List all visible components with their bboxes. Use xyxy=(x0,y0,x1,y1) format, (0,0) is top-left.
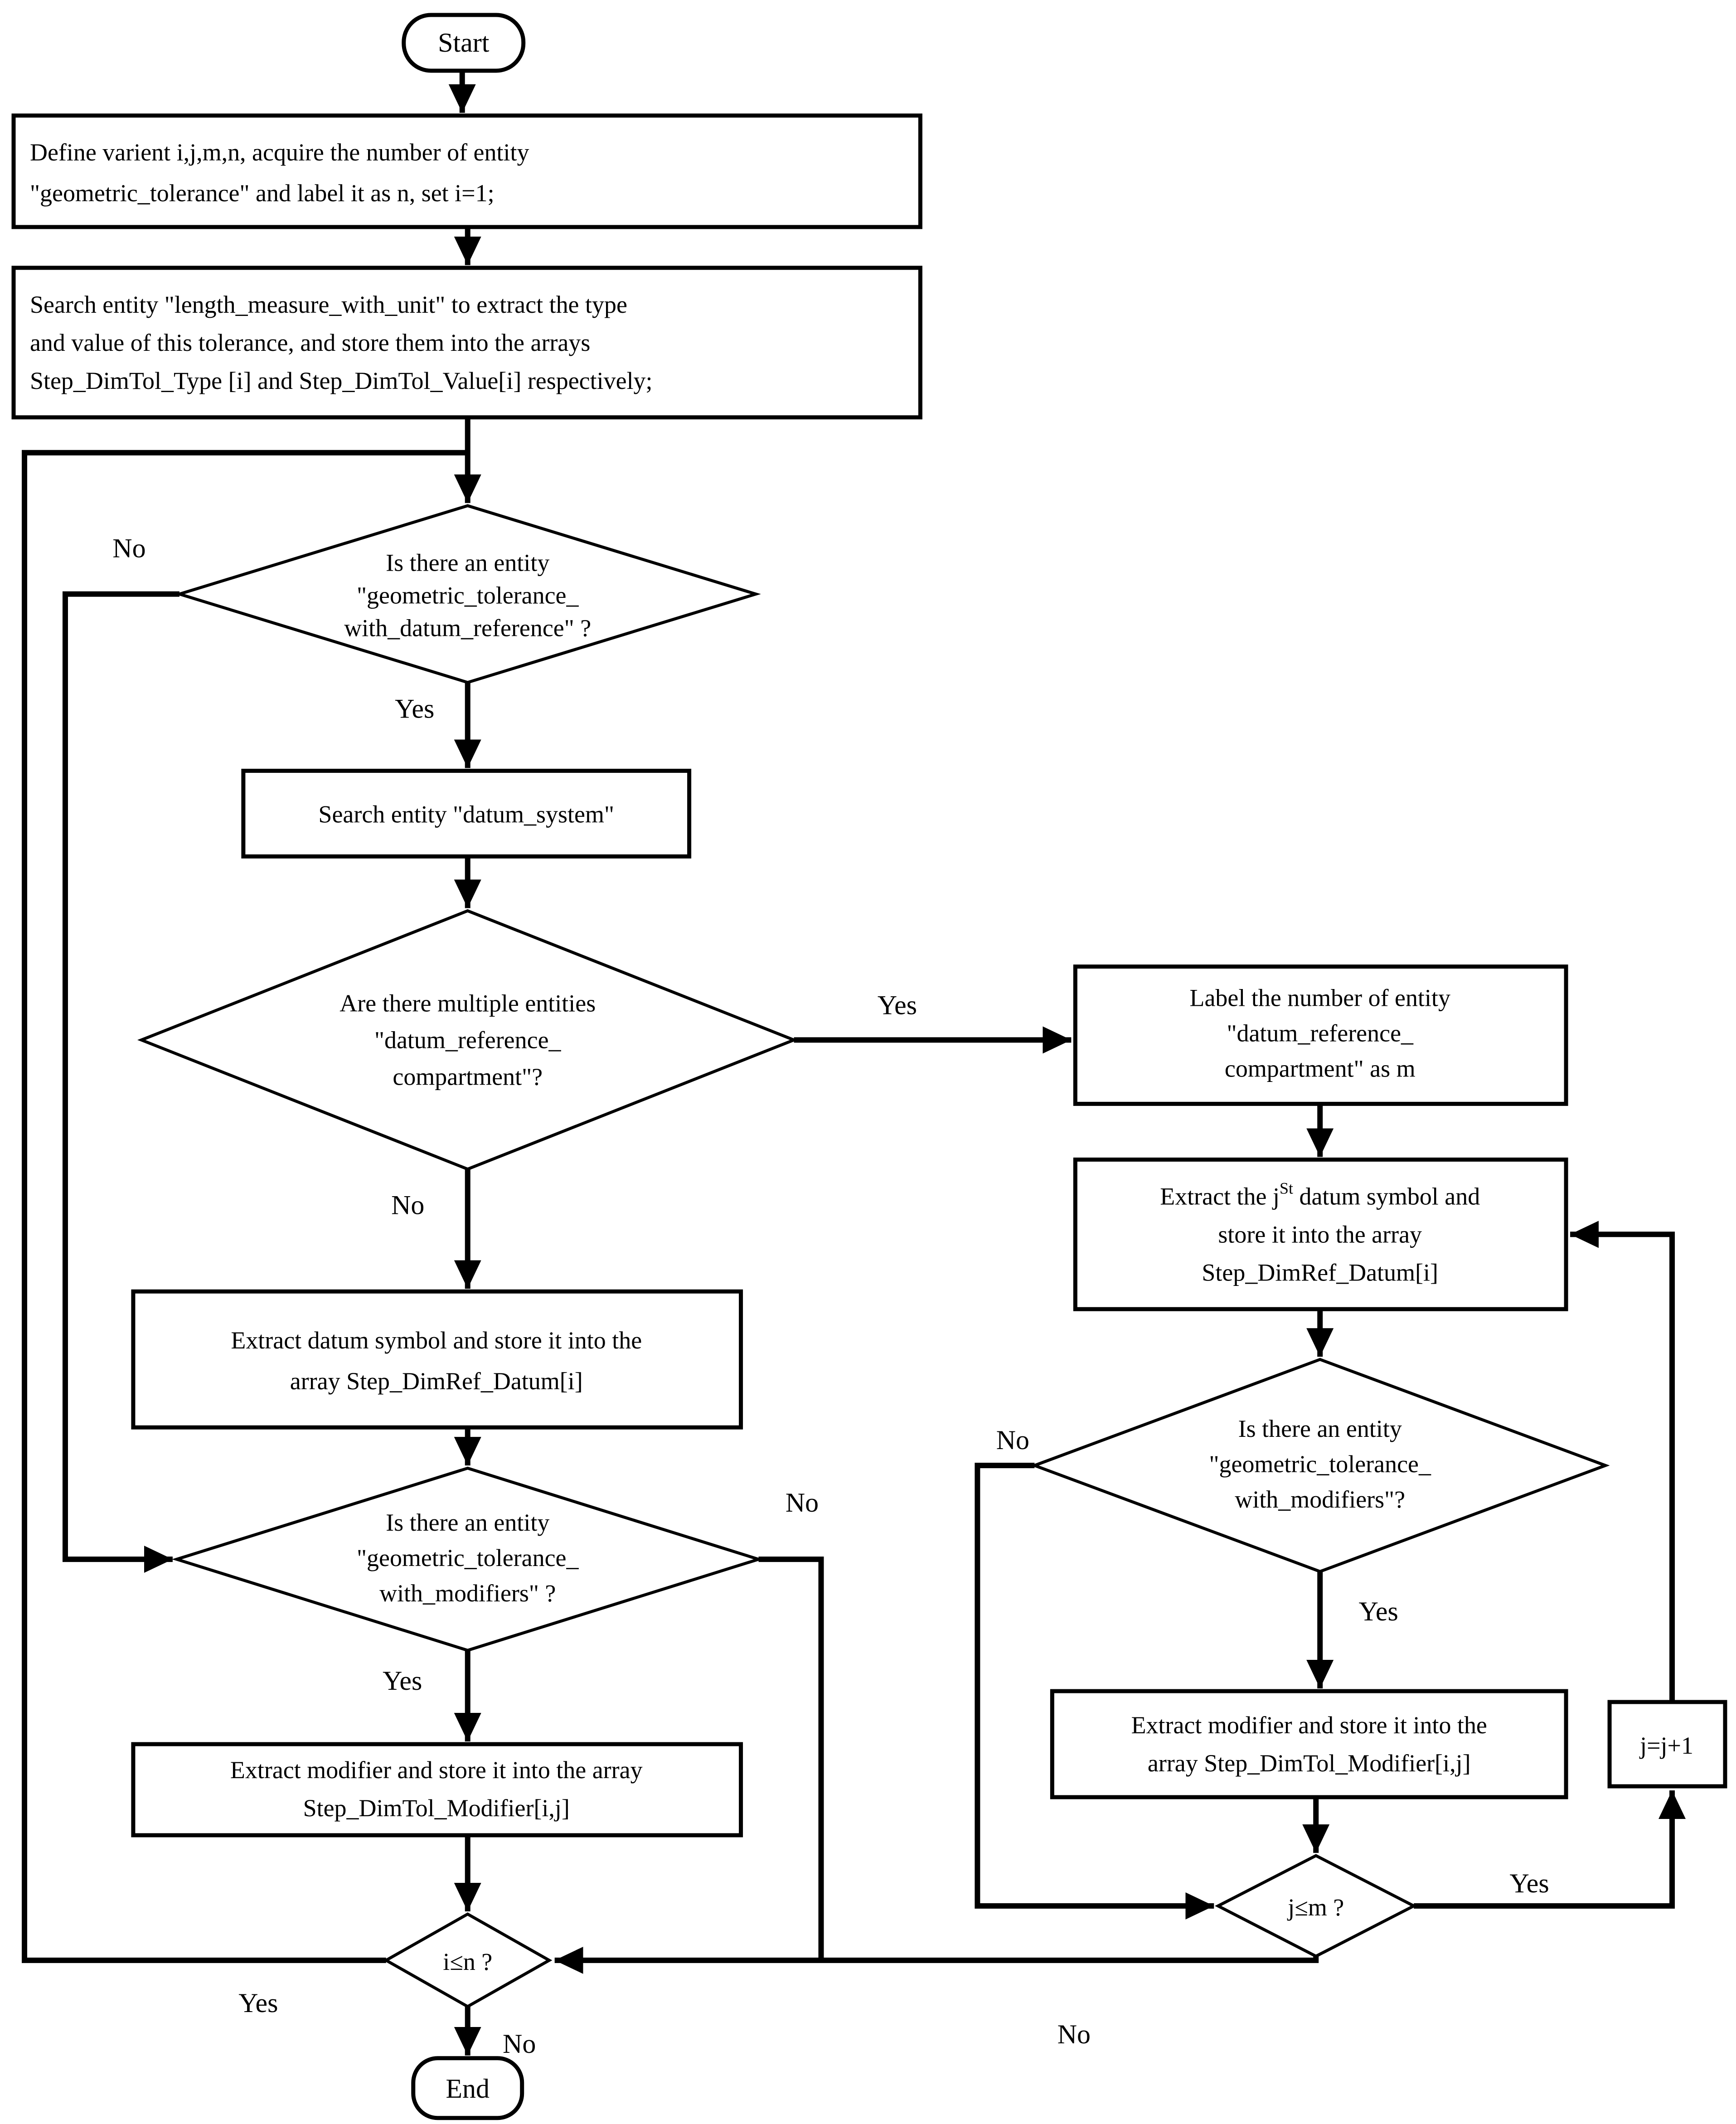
search-length-line-1: Search entity "length_measure_with_unit"… xyxy=(30,291,627,318)
label-dec1-yes: Yes xyxy=(395,694,434,724)
node-decision-multiple-compartment: Are there multiple entities "datum_refer… xyxy=(137,909,798,1171)
label-jm-yes: Yes xyxy=(1509,1868,1549,1898)
label-dec2-no: No xyxy=(391,1190,424,1220)
dec2-line-2: "datum_reference_ xyxy=(374,1026,562,1053)
datum-system-label: Search entity "datum_system" xyxy=(318,801,614,828)
label-dec1-no: No xyxy=(112,533,145,563)
extract-modifier-right-line-2: array Step_DimTol_Modifier[i,j] xyxy=(1148,1750,1471,1777)
node-search-length-measure: Search entity "length_measure_with_unit"… xyxy=(11,266,922,420)
extract-modifier-left-line-2: Step_DimTol_Modifier[i,j] xyxy=(303,1794,570,1822)
search-length-line-2: and value of this tolerance, and store t… xyxy=(30,329,590,356)
edge-jloop-back xyxy=(1570,1221,1675,1702)
node-extract-jst-datum: Extract the jSt datum symbol and store i… xyxy=(1073,1157,1568,1311)
decL-line-2: "geometric_tolerance_ xyxy=(357,1544,579,1571)
label-m-line-3: compartment" as m xyxy=(1225,1055,1416,1082)
jm-label: j≤m ? xyxy=(1287,1894,1344,1921)
decR-line-1: Is there an entity xyxy=(1238,1415,1402,1442)
label-dec2-yes: Yes xyxy=(878,990,917,1020)
edge-decR-no xyxy=(975,1463,1214,1920)
node-start-terminal: Start xyxy=(402,13,526,73)
label-decR-no: No xyxy=(996,1425,1029,1455)
node-extract-modifier-left: Extract modifier and store it into the a… xyxy=(131,1742,743,1838)
j-increment-label: j=j+1 xyxy=(1639,1732,1693,1759)
extract-datum-line-1: Extract datum symbol and store it into t… xyxy=(231,1327,642,1354)
dec1-line-3: with_datum_reference" ? xyxy=(344,615,591,642)
decR-line-3: with_modifiers"? xyxy=(1235,1486,1405,1513)
node-decision-j-le-m: j≤m ? xyxy=(1215,1854,1417,1958)
dec1-line-1: Is there an entity xyxy=(386,549,549,577)
label-in-no: No xyxy=(503,2029,536,2059)
label-m-line-2: "datum_reference_ xyxy=(1227,1019,1414,1047)
edge-iloop-yes xyxy=(21,450,468,1963)
dec1-line-2: "geometric_tolerance_ xyxy=(357,582,579,609)
label-m-line-1: Label the number of entity xyxy=(1189,984,1450,1011)
node-decision-datum-reference: Is there an entity "geometric_tolerance_… xyxy=(174,504,761,684)
decL-line-1: Is there an entity xyxy=(386,1509,549,1536)
define-line-1: Define varient i,j,m,n, acquire the numb… xyxy=(30,139,529,166)
label-jm-no: No xyxy=(1057,2019,1091,2049)
dec2-line-3: compartment"? xyxy=(393,1063,543,1090)
search-length-line-3: Step_DimTol_Type [i] and Step_DimTol_Val… xyxy=(30,367,653,394)
extract-jst-line-2: store it into the array xyxy=(1218,1221,1422,1248)
node-extract-modifier-right: Extract modifier and store it into the a… xyxy=(1050,1689,1568,1799)
node-define-variables: Define varient i,j,m,n, acquire the numb… xyxy=(11,113,922,229)
edge-dec1-no xyxy=(62,591,179,1573)
edge-decL-no xyxy=(758,1557,824,1960)
decL-line-3: with_modifiers" ? xyxy=(379,1580,556,1607)
extract-datum-line-2: array Step_DimRef_Datum[i] xyxy=(290,1368,583,1395)
edges xyxy=(21,70,1686,2056)
node-j-increment: j=j+1 xyxy=(1607,1700,1727,1789)
in-label: i≤n ? xyxy=(443,1948,492,1975)
node-search-datum-system: Search entity "datum_system" xyxy=(241,769,692,859)
label-decL-no: No xyxy=(786,1488,819,1518)
node-end-terminal: End xyxy=(411,2056,524,2120)
label-in-yes: Yes xyxy=(238,1988,278,2018)
end-label: End xyxy=(446,2074,490,2104)
dec2-line-1: Are there multiple entities xyxy=(339,989,596,1017)
define-line-2: "geometric_tolerance" and label it as n,… xyxy=(30,179,495,207)
edge-collector-no xyxy=(554,1946,1319,1974)
extract-jst-line-1: Extract the jSt datum symbol and xyxy=(1160,1179,1480,1210)
decR-line-2: "geometric_tolerance_ xyxy=(1209,1450,1431,1478)
edge-jm-yes xyxy=(1414,1790,1686,1909)
node-decision-i-le-n: i≤n ? xyxy=(383,1912,553,2008)
start-label: Start xyxy=(438,28,490,58)
extract-modifier-right-line-1: Extract modifier and store it into the xyxy=(1131,1712,1487,1739)
label-decL-yes: Yes xyxy=(383,1666,422,1696)
label-decR-yes: Yes xyxy=(1359,1596,1398,1626)
node-extract-datum-symbol: Extract datum symbol and store it into t… xyxy=(131,1289,743,1430)
extract-jst-line-3: Step_DimRef_Datum[i] xyxy=(1202,1259,1438,1286)
extract-modifier-left-line-1: Extract modifier and store it into the a… xyxy=(230,1756,643,1784)
node-decision-modifiers-right: Is there an entity "geometric_tolerance_… xyxy=(1030,1358,1610,1573)
node-label-m: Label the number of entity "datum_refere… xyxy=(1073,964,1568,1106)
node-decision-modifiers-left: Is there an entity "geometric_tolerance_… xyxy=(171,1466,764,1652)
